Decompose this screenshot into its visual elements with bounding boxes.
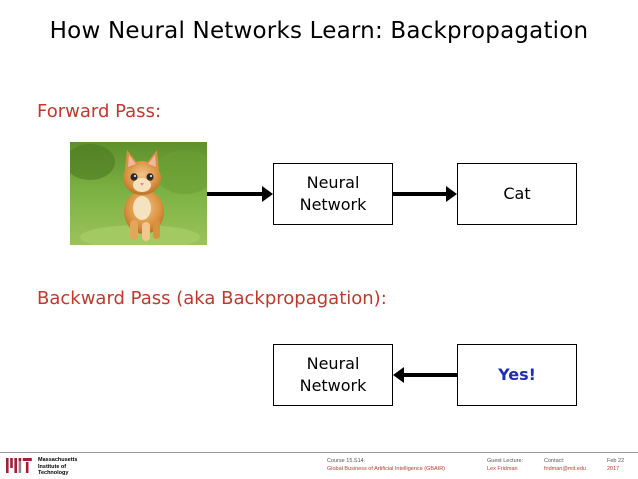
footer-date: Feb 22 2017 — [607, 457, 624, 473]
footer-contact: Contact: fridman@mit.edu — [544, 457, 586, 473]
date-day: Feb 22 — [607, 458, 625, 464]
contact-title: Contact: — [544, 458, 565, 464]
backward-pass-heading: Backward Pass (aka Backpropagation): — [37, 288, 387, 309]
footer-lecturer: Guest Lecture: Lex Fridman — [487, 457, 523, 473]
slide-title: How Neural Networks Learn: Backpropagati… — [49, 18, 589, 44]
institution-name: Massachusetts Institute of Technology — [38, 457, 78, 476]
lecturer-name: Lex Fridman — [487, 466, 518, 472]
neural-network-label: Neural Network — [299, 173, 367, 214]
forward-pass-heading: Forward Pass: — [37, 101, 162, 122]
course-name: Global Business of Artificial Intelligen… — [327, 466, 445, 472]
lecturer-title: Guest Lecture: — [487, 458, 524, 464]
neural-network-box-forward: Neural Network — [273, 163, 393, 225]
date-year: 2017 — [607, 466, 620, 472]
output-box-cat: Cat — [457, 163, 577, 225]
footer-course: Course 15.S14: Global Business of Artifi… — [327, 457, 445, 473]
arrow-yes-to-network — [393, 367, 457, 383]
neural-network-box-backward: Neural Network — [273, 344, 393, 406]
arrow-image-to-network — [207, 186, 273, 202]
output-label: Cat — [503, 184, 531, 203]
contact-email[interactable]: fridman@mit.edu — [544, 466, 586, 472]
arrow-network-to-cat — [393, 186, 457, 202]
feedback-box-yes: Yes! — [457, 344, 577, 406]
mit-logo — [6, 458, 32, 473]
footer-divider — [0, 452, 638, 453]
neural-network-label: Neural Network — [299, 354, 367, 395]
feedback-label: Yes! — [498, 365, 536, 384]
course-title: Course 15.S14: — [327, 458, 366, 464]
kitten-photo — [70, 142, 207, 245]
